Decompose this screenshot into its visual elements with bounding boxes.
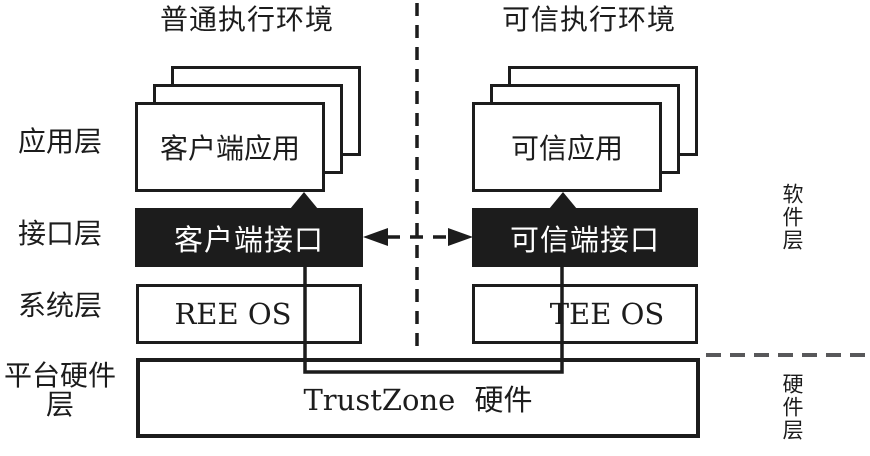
client-app-label: 客户端应用 <box>159 132 300 165</box>
interface-layer-label: 接口层 <box>17 217 102 250</box>
platform-hardware-layer-label: 平台硬件层 <box>3 359 116 421</box>
tee-os-box: TEE OS <box>472 284 698 344</box>
application-layer-label: 应用层 <box>17 125 102 158</box>
client-interface-label: 客户端接口 <box>173 222 324 257</box>
trusted-interface-box: 可信端接口 <box>472 208 698 267</box>
secure-world-title: 可信执行环境 <box>501 3 676 36</box>
system-layer-label: 系统层 <box>17 289 102 322</box>
trusted-app-card: 可信应用 <box>472 102 662 192</box>
hardware-layer-side-label: 硬件层 <box>780 373 804 442</box>
trustzone-hardware-box: TrustZone 硬件 <box>136 358 700 438</box>
ree-os-label: REE OS <box>174 297 292 331</box>
client-app-up-arrow-icon <box>290 192 318 209</box>
ree-os-box: REE OS <box>136 284 362 344</box>
client-app-card: 客户端应用 <box>135 102 325 192</box>
tee-os-label: TEE OS <box>549 297 665 331</box>
interface-arrow-right-head-icon <box>448 228 473 246</box>
trustzone-hardware-label: TrustZone 硬件 <box>303 383 533 417</box>
trusted-app-up-arrow-icon <box>549 192 577 209</box>
software-layer-side-label: 软件层 <box>780 183 804 252</box>
interface-arrow-left-head-icon <box>363 228 388 246</box>
trusted-app-label: 可信应用 <box>510 132 623 165</box>
client-interface-box: 客户端接口 <box>135 208 363 267</box>
normal-world-title: 普通执行环境 <box>159 3 334 36</box>
trusted-interface-label: 可信端接口 <box>509 222 660 257</box>
